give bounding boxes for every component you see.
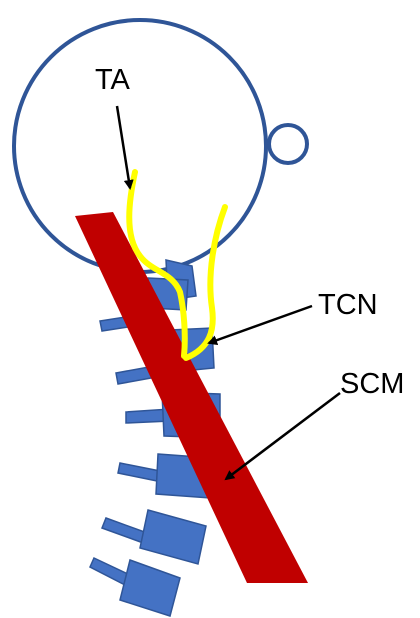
vertebra-7 (120, 560, 180, 616)
tcn-arrow (209, 306, 312, 343)
vertebra-6 (140, 510, 206, 564)
ear-outline (269, 125, 307, 163)
tcn-label: TCN (318, 291, 378, 320)
scm-arrow (226, 393, 340, 479)
skull-outline (14, 20, 266, 272)
scm-label: SCM (340, 370, 404, 399)
ta-label: TA (95, 66, 130, 95)
process-5 (118, 463, 160, 481)
